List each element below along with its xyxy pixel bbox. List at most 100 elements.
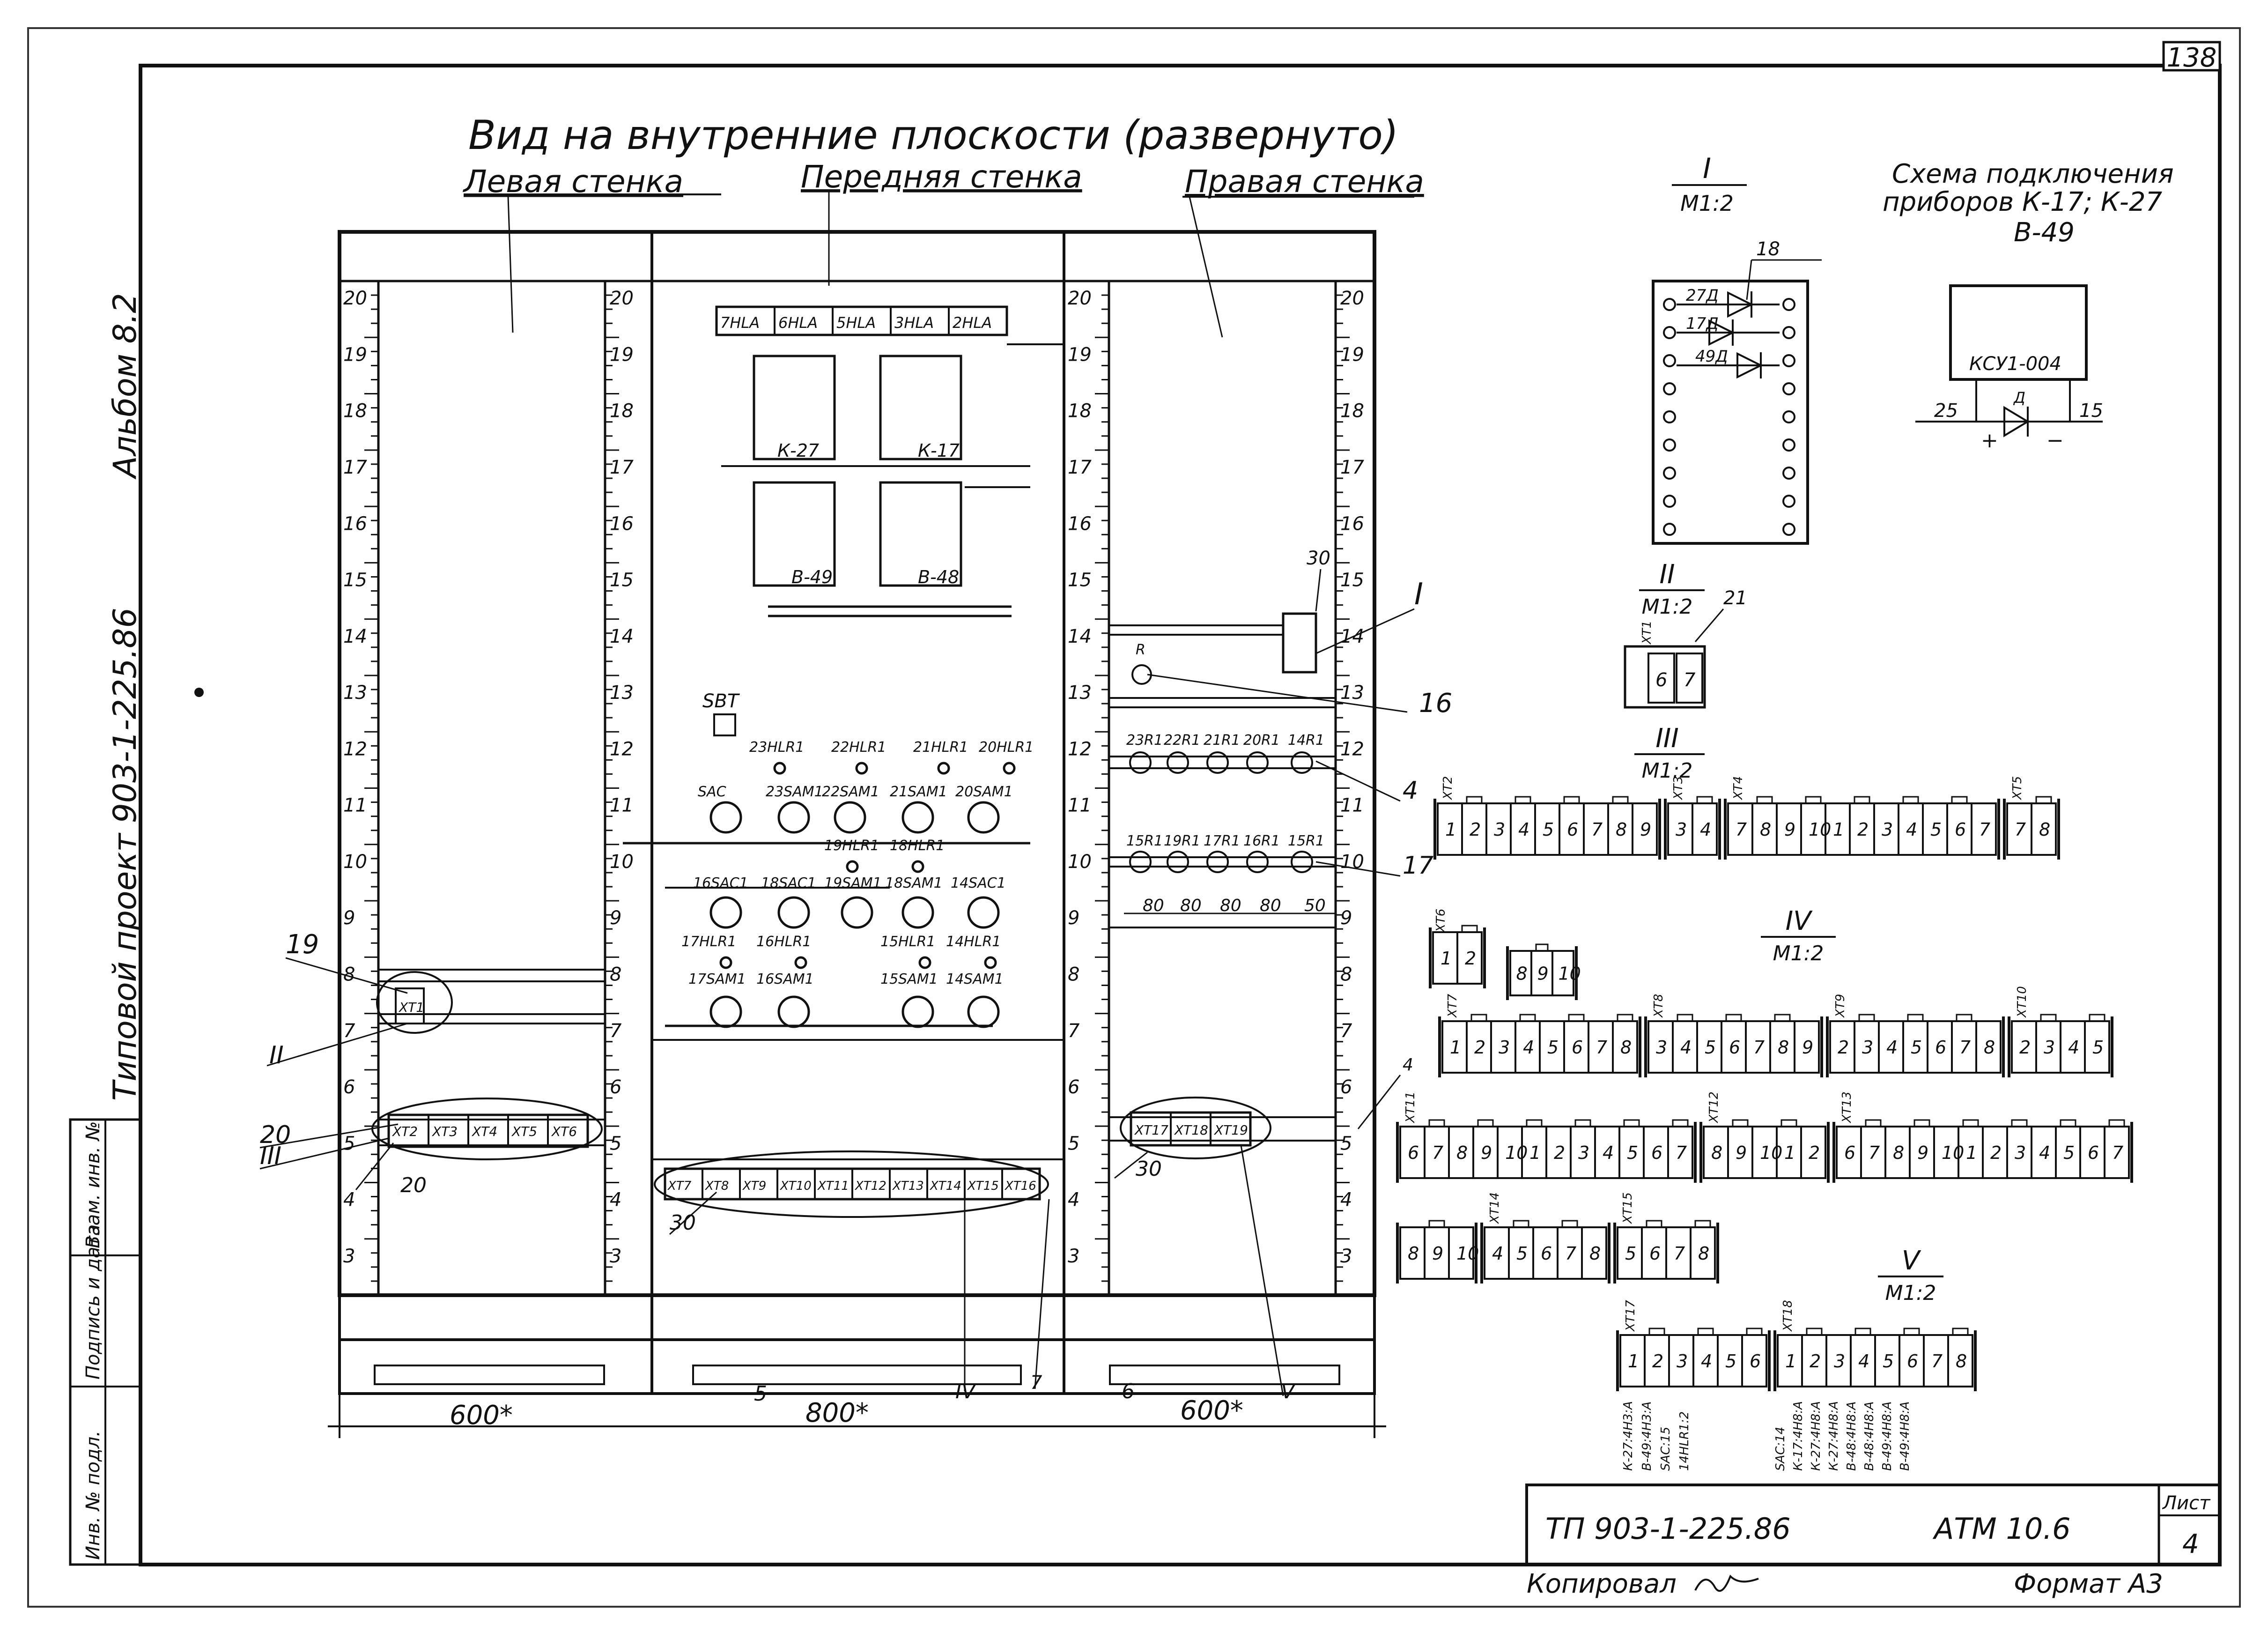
callout-label: 4 — [1403, 1055, 1413, 1075]
rail-number: 3 — [610, 1246, 621, 1267]
rail-number: 17 — [1340, 457, 1364, 478]
rail-number: 8 — [1340, 964, 1352, 985]
right-row1-label: 21R1 — [1204, 732, 1240, 749]
strip-cell-label: 1 — [1785, 1351, 1796, 1372]
strip-cell-label: 8 — [1778, 1037, 1789, 1058]
spacing-dim: 80 — [1260, 896, 1281, 915]
strip-tab — [1756, 796, 1773, 804]
strip-tag: XT18 — [1781, 1300, 1795, 1332]
strip-cell-label: 7 — [1869, 1142, 1880, 1163]
strip-tab — [1428, 1119, 1445, 1128]
strip-tab — [1648, 1328, 1665, 1336]
rail-number: 8 — [1068, 964, 1079, 985]
strip-cell-label: 1 — [1966, 1142, 1977, 1163]
detail-i-hole — [1663, 523, 1676, 536]
strip-tab — [1952, 1328, 1969, 1336]
strip-cell-label: 9 — [1784, 819, 1795, 840]
instrument-k27 — [753, 355, 836, 460]
punch-dot — [194, 688, 204, 697]
row2-switch — [901, 801, 934, 834]
wire-label: К-27:4Н3:А — [1621, 1401, 1635, 1471]
rail-number: 19 — [1068, 344, 1092, 365]
row5-lamp — [984, 956, 997, 969]
lamp-label: 2HLA — [953, 314, 992, 332]
strip-tab — [1696, 796, 1713, 804]
strip-cell-label: 6 — [1567, 819, 1578, 840]
strip-cell-label: 8 — [1698, 1243, 1709, 1264]
wire-label: 14HLR1:2 — [1677, 1411, 1692, 1471]
dim-right: 600* — [1180, 1395, 1243, 1426]
strip-cell-label: 8 — [1456, 1142, 1468, 1163]
strip-cell-label: 2 — [1990, 1142, 2002, 1163]
wall-front-title: Передняя стенка — [801, 159, 1082, 195]
strip-tag: XT4 — [1731, 776, 1745, 801]
right-row2-resistor — [1291, 851, 1313, 873]
strip-cell-label: 6 — [1729, 1037, 1740, 1058]
rail-number: 10 — [343, 851, 367, 873]
row6-switch — [901, 995, 934, 1028]
callout-leader — [1240, 1145, 1284, 1396]
wire-label: SAC:14 — [1773, 1427, 1788, 1471]
rail-number: 15 — [1068, 570, 1092, 591]
strip-cell-label: 4 — [1680, 1037, 1692, 1058]
strip-tab — [1725, 1014, 1742, 1022]
strip-cell-label: 5 — [1543, 819, 1554, 840]
callout-label: II — [269, 1041, 284, 1069]
wire-label: В-48:4Н8:А — [1845, 1402, 1859, 1471]
strip-cell-label: 9 — [1917, 1142, 1928, 1163]
rail-number: 3 — [1068, 1246, 1079, 1267]
rail-number: 13 — [343, 682, 367, 704]
diode-symbol — [1708, 319, 1735, 346]
strip-cell-label: 3 — [1494, 819, 1505, 840]
side-box-label-1: Инв. № подл. — [82, 1431, 104, 1560]
row2-label: SAC — [698, 784, 726, 800]
stamp-doc: АТМ 10.6 — [1932, 1512, 2071, 1546]
detail-ii-cell — [1647, 653, 1675, 704]
strip-tab — [1902, 796, 1919, 804]
strip-cell-label: 4 — [1701, 1351, 1712, 1372]
row3-label: 19HLR1 — [824, 838, 879, 854]
strip-cell-label: 3 — [1578, 1142, 1589, 1163]
diode-symbol — [2003, 406, 2030, 438]
rail-number: 19 — [1340, 344, 1364, 365]
rail-number: 12 — [343, 738, 367, 760]
rail-number: 17 — [1068, 457, 1092, 478]
rail-number: 3 — [1340, 1246, 1352, 1267]
strip-tab — [1732, 1119, 1749, 1128]
row4-switch — [841, 896, 873, 929]
front-terminal-label: XT13 — [892, 1179, 924, 1193]
left-terminal-label: XT4 — [471, 1124, 497, 1139]
row5-lamp — [918, 956, 931, 969]
strip-cell-label: 2 — [1652, 1351, 1663, 1372]
strip-cell — [1975, 1020, 2002, 1074]
strip-cell — [1551, 950, 1574, 996]
strip-cell-label: 3 — [1499, 1037, 1510, 1058]
strip-tab — [1563, 796, 1580, 804]
conn-right-num: 15 — [2079, 400, 2103, 422]
front-terminal-label: XT8 — [704, 1179, 729, 1193]
strip-tab — [1568, 1014, 1585, 1022]
dimensions: 600* 800* 600* — [328, 1394, 1386, 1438]
strip-tag: XT10 — [2015, 986, 2029, 1018]
callouts: 19II20III20303016I417304567IVV — [259, 548, 1452, 1406]
strip-cell-label: 1 — [1833, 819, 1844, 840]
strip-cell-label: 8 — [1589, 1243, 1601, 1264]
strip-cell-label: 2 — [1474, 1037, 1485, 1058]
strip-tab — [1513, 1220, 1529, 1228]
side-box-label-2: Подпись и дата — [82, 1224, 104, 1380]
strip-tab — [1865, 1119, 1882, 1128]
row1-lamp — [1003, 762, 1016, 775]
strip-tab — [2089, 1014, 2105, 1022]
callout-label: 20 — [400, 1173, 427, 1197]
strip-cell-label: 6 — [1572, 1037, 1583, 1058]
detail-i-hole — [1663, 326, 1676, 339]
strip-cell-label: 7 — [2112, 1142, 2123, 1163]
strip-tab — [1962, 1119, 1979, 1128]
conn-minus: − — [2046, 429, 2064, 453]
detail-i-hole — [1663, 298, 1676, 311]
